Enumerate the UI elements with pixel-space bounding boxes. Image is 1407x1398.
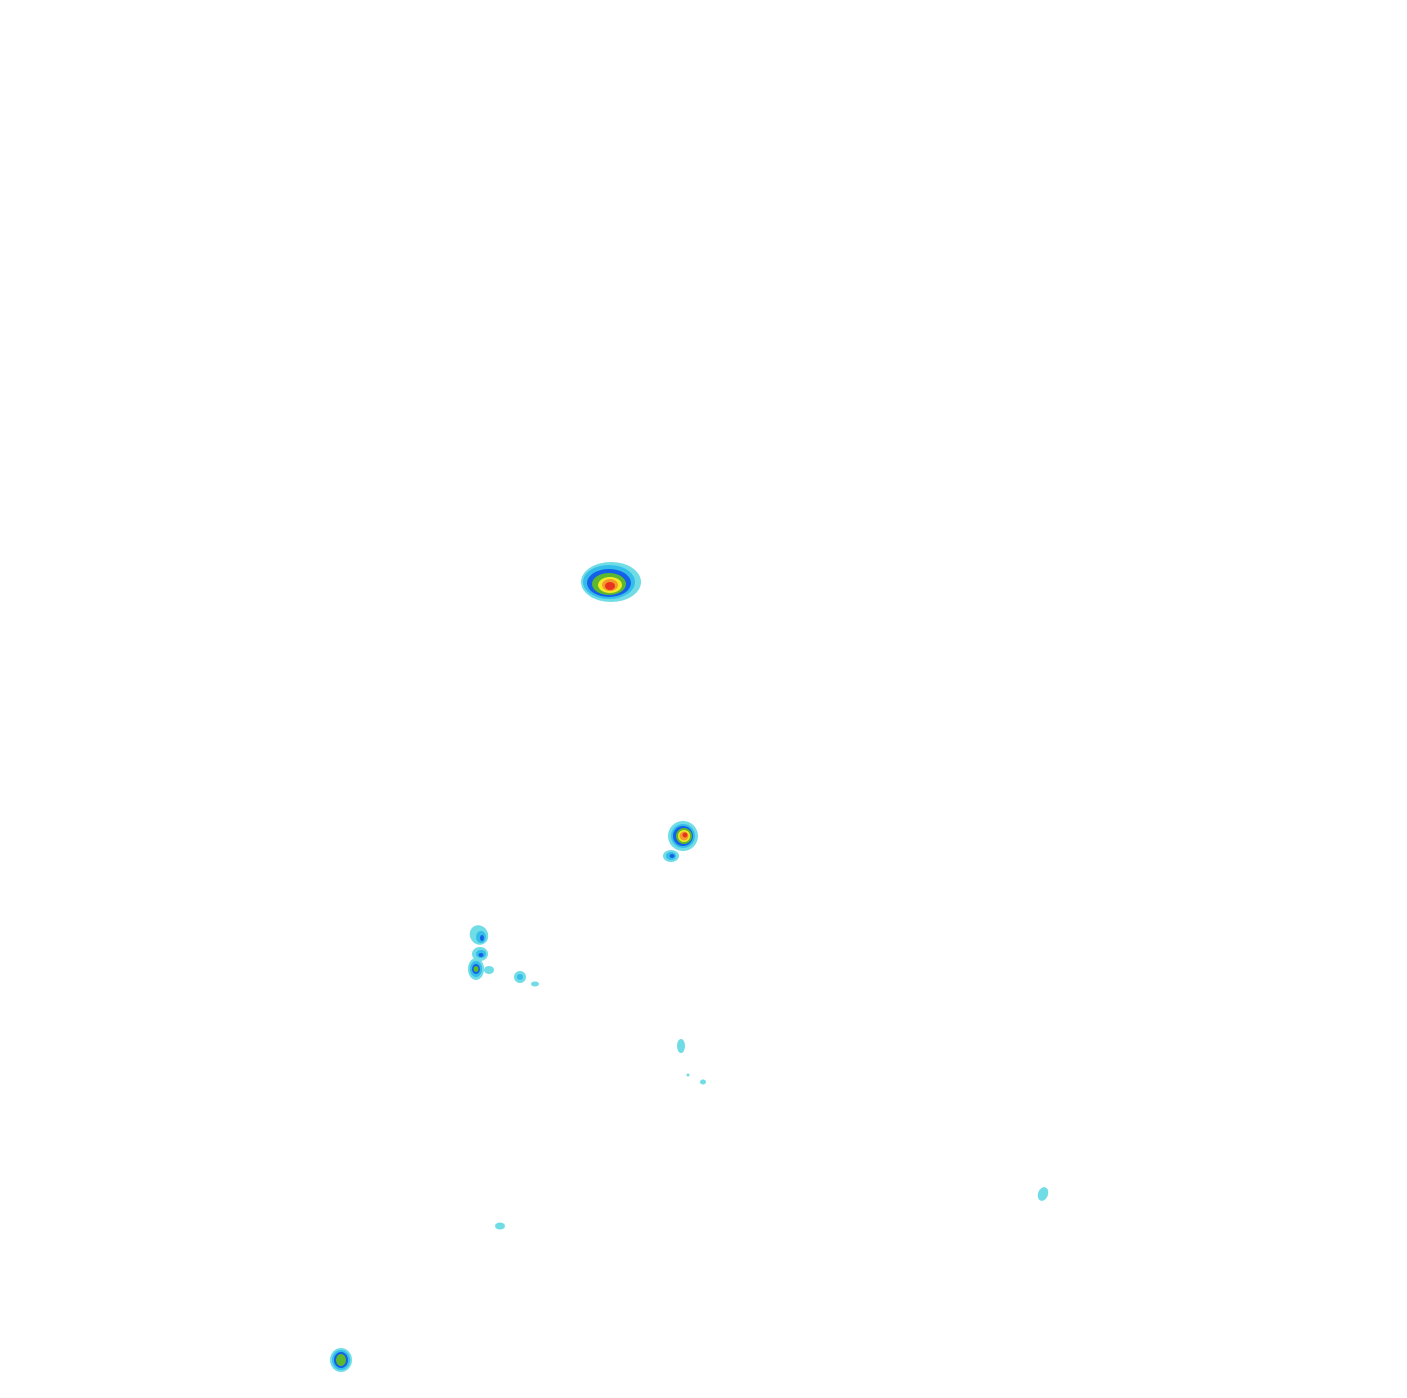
storm-cell-east-small <box>663 850 679 862</box>
storm-fleck-4 <box>686 1073 690 1077</box>
storm-cell-east <box>668 821 698 851</box>
storm-fleck-5-level-light-cyan <box>700 1079 706 1085</box>
storm-cluster-west-4-level-light-cyan <box>484 966 494 974</box>
storm-cluster-west-1-level-blue <box>480 935 484 941</box>
storm-cluster-west-2 <box>472 947 488 961</box>
radar-cells <box>330 562 1049 1372</box>
storm-cell-east-small-level-blue <box>669 854 675 858</box>
storm-fleck-7-level-light-cyan <box>495 1222 505 1230</box>
storm-fleck-3 <box>677 1039 685 1053</box>
storm-cell-south <box>330 1348 352 1372</box>
storm-cell-main-level-red <box>605 582 615 590</box>
storm-fleck-4-level-light-cyan <box>686 1073 690 1077</box>
storm-cell-south-level-green <box>336 1354 346 1366</box>
storm-cluster-west-2-level-blue <box>478 953 484 957</box>
storm-cell-east-level-red <box>682 832 688 838</box>
storm-fleck-2 <box>531 981 539 987</box>
storm-fleck-1 <box>514 971 526 983</box>
storm-fleck-6-level-light-cyan <box>1037 1187 1049 1201</box>
storm-fleck-7 <box>495 1222 505 1230</box>
storm-cluster-west-1 <box>469 925 489 945</box>
storm-fleck-6 <box>1037 1187 1049 1201</box>
storm-cluster-west-3 <box>468 958 484 980</box>
storm-fleck-5 <box>700 1079 706 1085</box>
storm-fleck-2-level-light-cyan <box>531 981 539 987</box>
storm-fleck-1-level-cyan <box>517 974 523 980</box>
storm-cell-main <box>581 562 641 602</box>
storm-cluster-west-3-level-green <box>473 966 479 972</box>
storm-fleck-3-level-light-cyan <box>677 1039 685 1053</box>
storm-cluster-west-4 <box>484 966 494 974</box>
